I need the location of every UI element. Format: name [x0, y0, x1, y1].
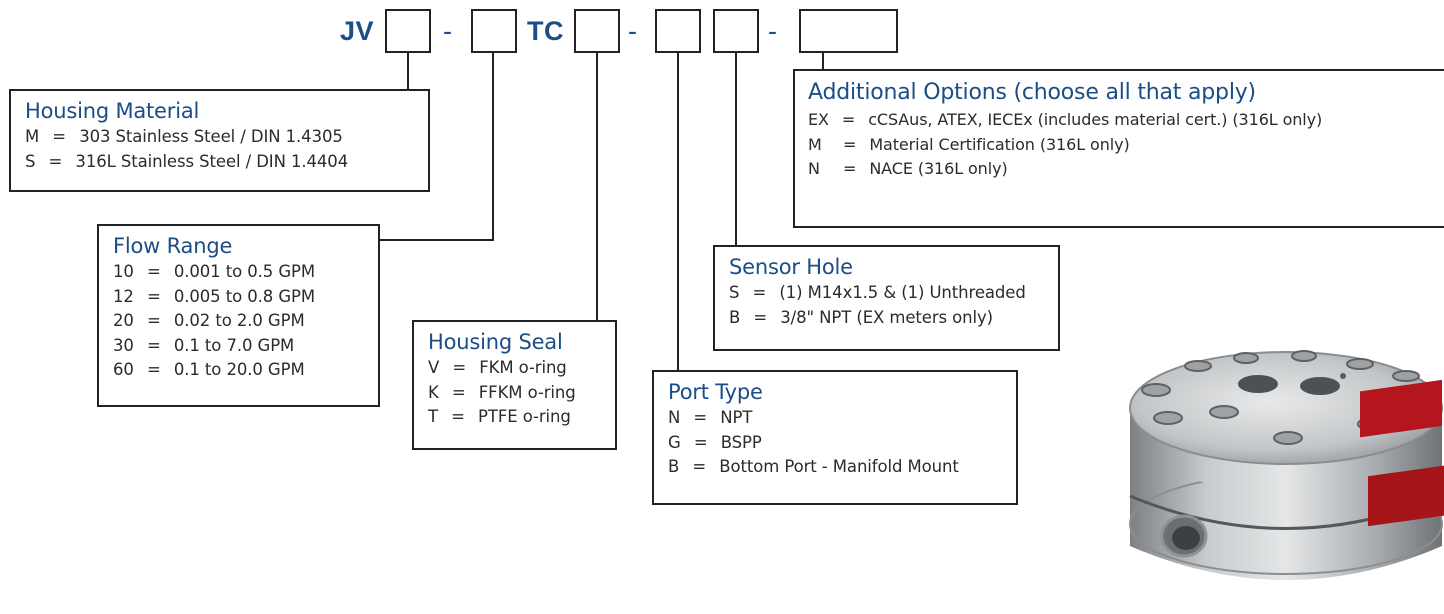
option-description: 0.001 to 0.5 GPM [173, 262, 315, 281]
option-code: 10 [113, 262, 134, 281]
housing-seal-box: Housing Seal V = FKM o-ring K = FFKM o-r… [412, 320, 617, 450]
code-slot-sensor-hole [713, 9, 759, 53]
option-row: B = 3/8" NPT (EX meters only) [729, 306, 1058, 331]
option-equals: = [146, 262, 161, 281]
separator-1: - [443, 16, 453, 46]
option-description: 0.005 to 0.8 GPM [173, 286, 315, 306]
option-description: (1) M14x1.5 & (1) Unthreaded [779, 283, 1026, 302]
additional-options-box: Additional Options (choose all that appl… [793, 69, 1444, 228]
housing-material-box: Housing Material M = 303 Stainless Steel… [9, 89, 430, 192]
option-code: 60 [113, 360, 134, 379]
option-equals: = [451, 407, 465, 426]
option-row: M = 303 Stainless Steel / DIN 1.4305 [25, 125, 428, 150]
option-equals: = [843, 134, 857, 154]
option-description: PTFE o-ring [478, 407, 571, 426]
option-row: 60 = 0.1 to 20.0 GPM [113, 358, 378, 383]
option-row: S = 316L Stainless Steel / DIN 1.4404 [25, 150, 428, 175]
option-equals: = [48, 151, 63, 171]
option-equals: = [146, 335, 161, 355]
code-slot-housing-material [385, 9, 431, 53]
option-row: S = (1) M14x1.5 & (1) Unthreaded [729, 281, 1058, 306]
option-equals: = [693, 408, 708, 427]
housing-material-title: Housing Material [25, 99, 200, 123]
option-equals: = [841, 110, 856, 129]
option-row: EX = cCSAus, ATEX, IECEx (includes mater… [808, 108, 1444, 133]
option-code: V [428, 358, 440, 377]
option-code: B [668, 457, 680, 476]
body-lower [1130, 458, 1442, 580]
sensor-hole-box: Sensor Hole S = (1) M14x1.5 & (1) Unthre… [713, 245, 1060, 351]
option-description: 316L Stainless Steel / DIN 1.4404 [75, 151, 349, 171]
option-code: N [808, 159, 820, 178]
option-equals: = [146, 286, 161, 306]
option-description: 0.02 to 2.0 GPM [173, 311, 305, 330]
option-description: NPT [720, 408, 753, 427]
option-description: Material Certification (316L only) [869, 134, 1130, 154]
option-equals: = [753, 307, 768, 327]
additional-options-title: Additional Options (choose all that appl… [808, 80, 1256, 105]
option-code: S [25, 151, 36, 171]
code-slot-housing-seal [574, 9, 620, 53]
code-slot-flow-range [471, 9, 517, 53]
separator-3: - [768, 16, 778, 46]
option-code: M [25, 127, 40, 146]
flow-meter-photo [1129, 350, 1444, 580]
option-code: 12 [113, 286, 134, 306]
option-row: T = PTFE o-ring [428, 405, 615, 430]
option-code: G [668, 432, 681, 452]
option-row: N = NACE (316L only) [808, 157, 1444, 182]
option-equals: = [692, 457, 707, 476]
option-code: EX [808, 110, 829, 129]
option-equals: = [843, 159, 857, 178]
code-slot-additional-options [799, 9, 898, 53]
option-description: cCSAus, ATEX, IECEx (includes material c… [868, 110, 1323, 129]
option-description: 0.1 to 7.0 GPM [173, 335, 295, 355]
option-description: 0.1 to 20.0 GPM [173, 360, 305, 379]
option-equals: = [451, 382, 466, 402]
option-row: K = FFKM o-ring [428, 381, 615, 406]
option-code: N [668, 408, 681, 427]
option-row: M = Material Certification (316L only) [808, 133, 1444, 158]
option-code: 30 [113, 335, 134, 355]
option-equals: = [752, 283, 767, 302]
part-mid-code: TC [527, 16, 564, 46]
option-row: G = BSPP [668, 431, 1016, 456]
flow-range-title: Flow Range [113, 234, 233, 258]
nameplate-lower [1368, 465, 1444, 527]
port-type-title: Port Type [668, 380, 763, 404]
option-row: 30 = 0.1 to 7.0 GPM [113, 334, 378, 359]
option-equals: = [52, 127, 67, 146]
separator-2: - [628, 16, 638, 46]
option-row: 20 = 0.02 to 2.0 GPM [113, 309, 378, 334]
port-type-box: Port Type N = NPT G = BSPP B = Bottom Po… [652, 370, 1018, 505]
option-description: FKM o-ring [479, 358, 567, 377]
code-slot-port-type [655, 9, 701, 53]
option-code: M [808, 134, 822, 154]
option-equals: = [452, 358, 467, 377]
part-prefix: JV [340, 16, 375, 46]
nameplate-upper [1360, 379, 1442, 438]
option-code: 20 [113, 311, 134, 330]
option-row: B = Bottom Port - Manifold Mount [668, 455, 1016, 480]
option-equals: = [146, 360, 161, 379]
option-code: S [729, 283, 740, 302]
option-code: T [428, 407, 438, 426]
option-description: BSPP [720, 432, 762, 452]
option-code: K [428, 382, 439, 402]
option-row: V = FKM o-ring [428, 356, 615, 381]
option-description: 3/8" NPT (EX meters only) [780, 307, 994, 327]
option-row: N = NPT [668, 406, 1016, 431]
sensor-hole-title: Sensor Hole [729, 255, 853, 279]
option-equals: = [693, 432, 708, 452]
option-row: 10 = 0.001 to 0.5 GPM [113, 260, 378, 285]
option-code: B [729, 307, 741, 327]
option-row: 12 = 0.005 to 0.8 GPM [113, 285, 378, 310]
option-description: Bottom Port - Manifold Mount [719, 457, 959, 476]
option-equals: = [146, 311, 161, 330]
flow-range-box: Flow Range 10 = 0.001 to 0.5 GPM 12 = 0.… [97, 224, 380, 407]
option-description: FFKM o-ring [478, 382, 576, 402]
housing-seal-title: Housing Seal [428, 330, 563, 354]
option-description: NACE (316L only) [869, 159, 1008, 178]
option-description: 303 Stainless Steel / DIN 1.4305 [79, 127, 343, 146]
